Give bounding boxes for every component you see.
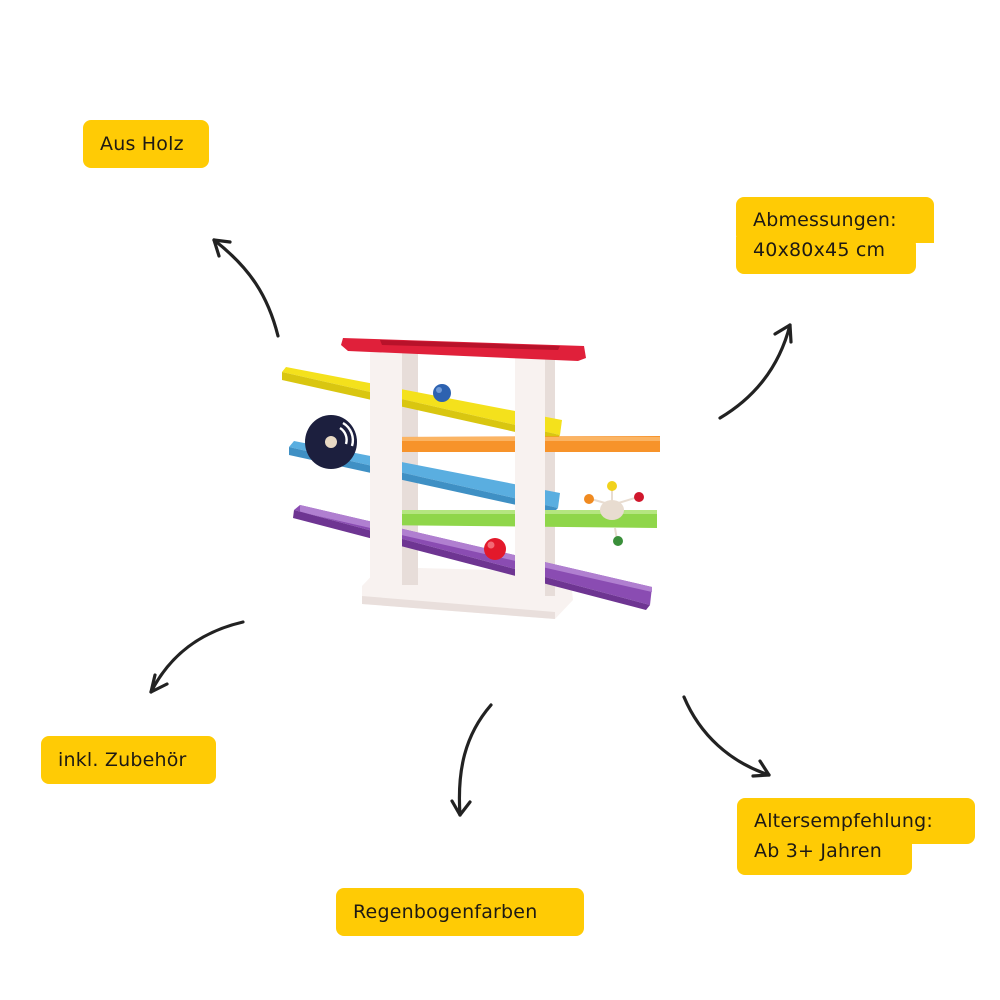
arrow-up-right-icon (718, 323, 793, 420)
toy-pillar-right (515, 358, 545, 608)
label-age: Altersempfehlung: Ab 3+ Jahren (737, 798, 975, 875)
label-colors-text: Regenbogenfarben (353, 901, 538, 923)
label-dimensions: Abmessungen: 40x80x45 cm (736, 197, 934, 274)
arrow-down-right-icon (682, 695, 771, 778)
label-accessories-text: inkl. Zubehör (58, 749, 187, 771)
label-colors: Regenbogenfarben (336, 888, 584, 936)
label-age-line1: Altersempfehlung: (754, 810, 934, 832)
label-dimensions-bg-bottom (736, 237, 916, 274)
label-dimensions-text: Abmessungen: 40x80x45 cm (753, 205, 897, 265)
label-age-line2: Ab 3+ Jahren (754, 840, 882, 862)
toy-ramp-blue (289, 441, 560, 513)
arrow-down-icon (450, 703, 493, 817)
toy-wheel (305, 415, 357, 469)
toy-ramp-yellow (282, 367, 562, 441)
arrow-down-left-icon (149, 620, 245, 694)
arrow-up-left-icon (212, 238, 280, 338)
label-accessories: inkl. Zubehör (41, 736, 216, 784)
toy-marble-blue (433, 384, 451, 402)
label-age-bg-bottom (737, 836, 912, 875)
label-dimensions-line1: Abmessungen: (753, 209, 897, 231)
label-material: Aus Holz (83, 120, 209, 168)
toy-marble-red (484, 538, 506, 560)
label-dimensions-bg-top (736, 197, 934, 243)
toy-pillar-left (370, 349, 402, 593)
toy-spinner (584, 481, 644, 546)
label-material-text: Aus Holz (100, 133, 184, 155)
label-dimensions-line2: 40x80x45 cm (753, 239, 886, 261)
label-age-text: Altersempfehlung: Ab 3+ Jahren (754, 806, 933, 866)
toy-top-bar (341, 338, 586, 361)
